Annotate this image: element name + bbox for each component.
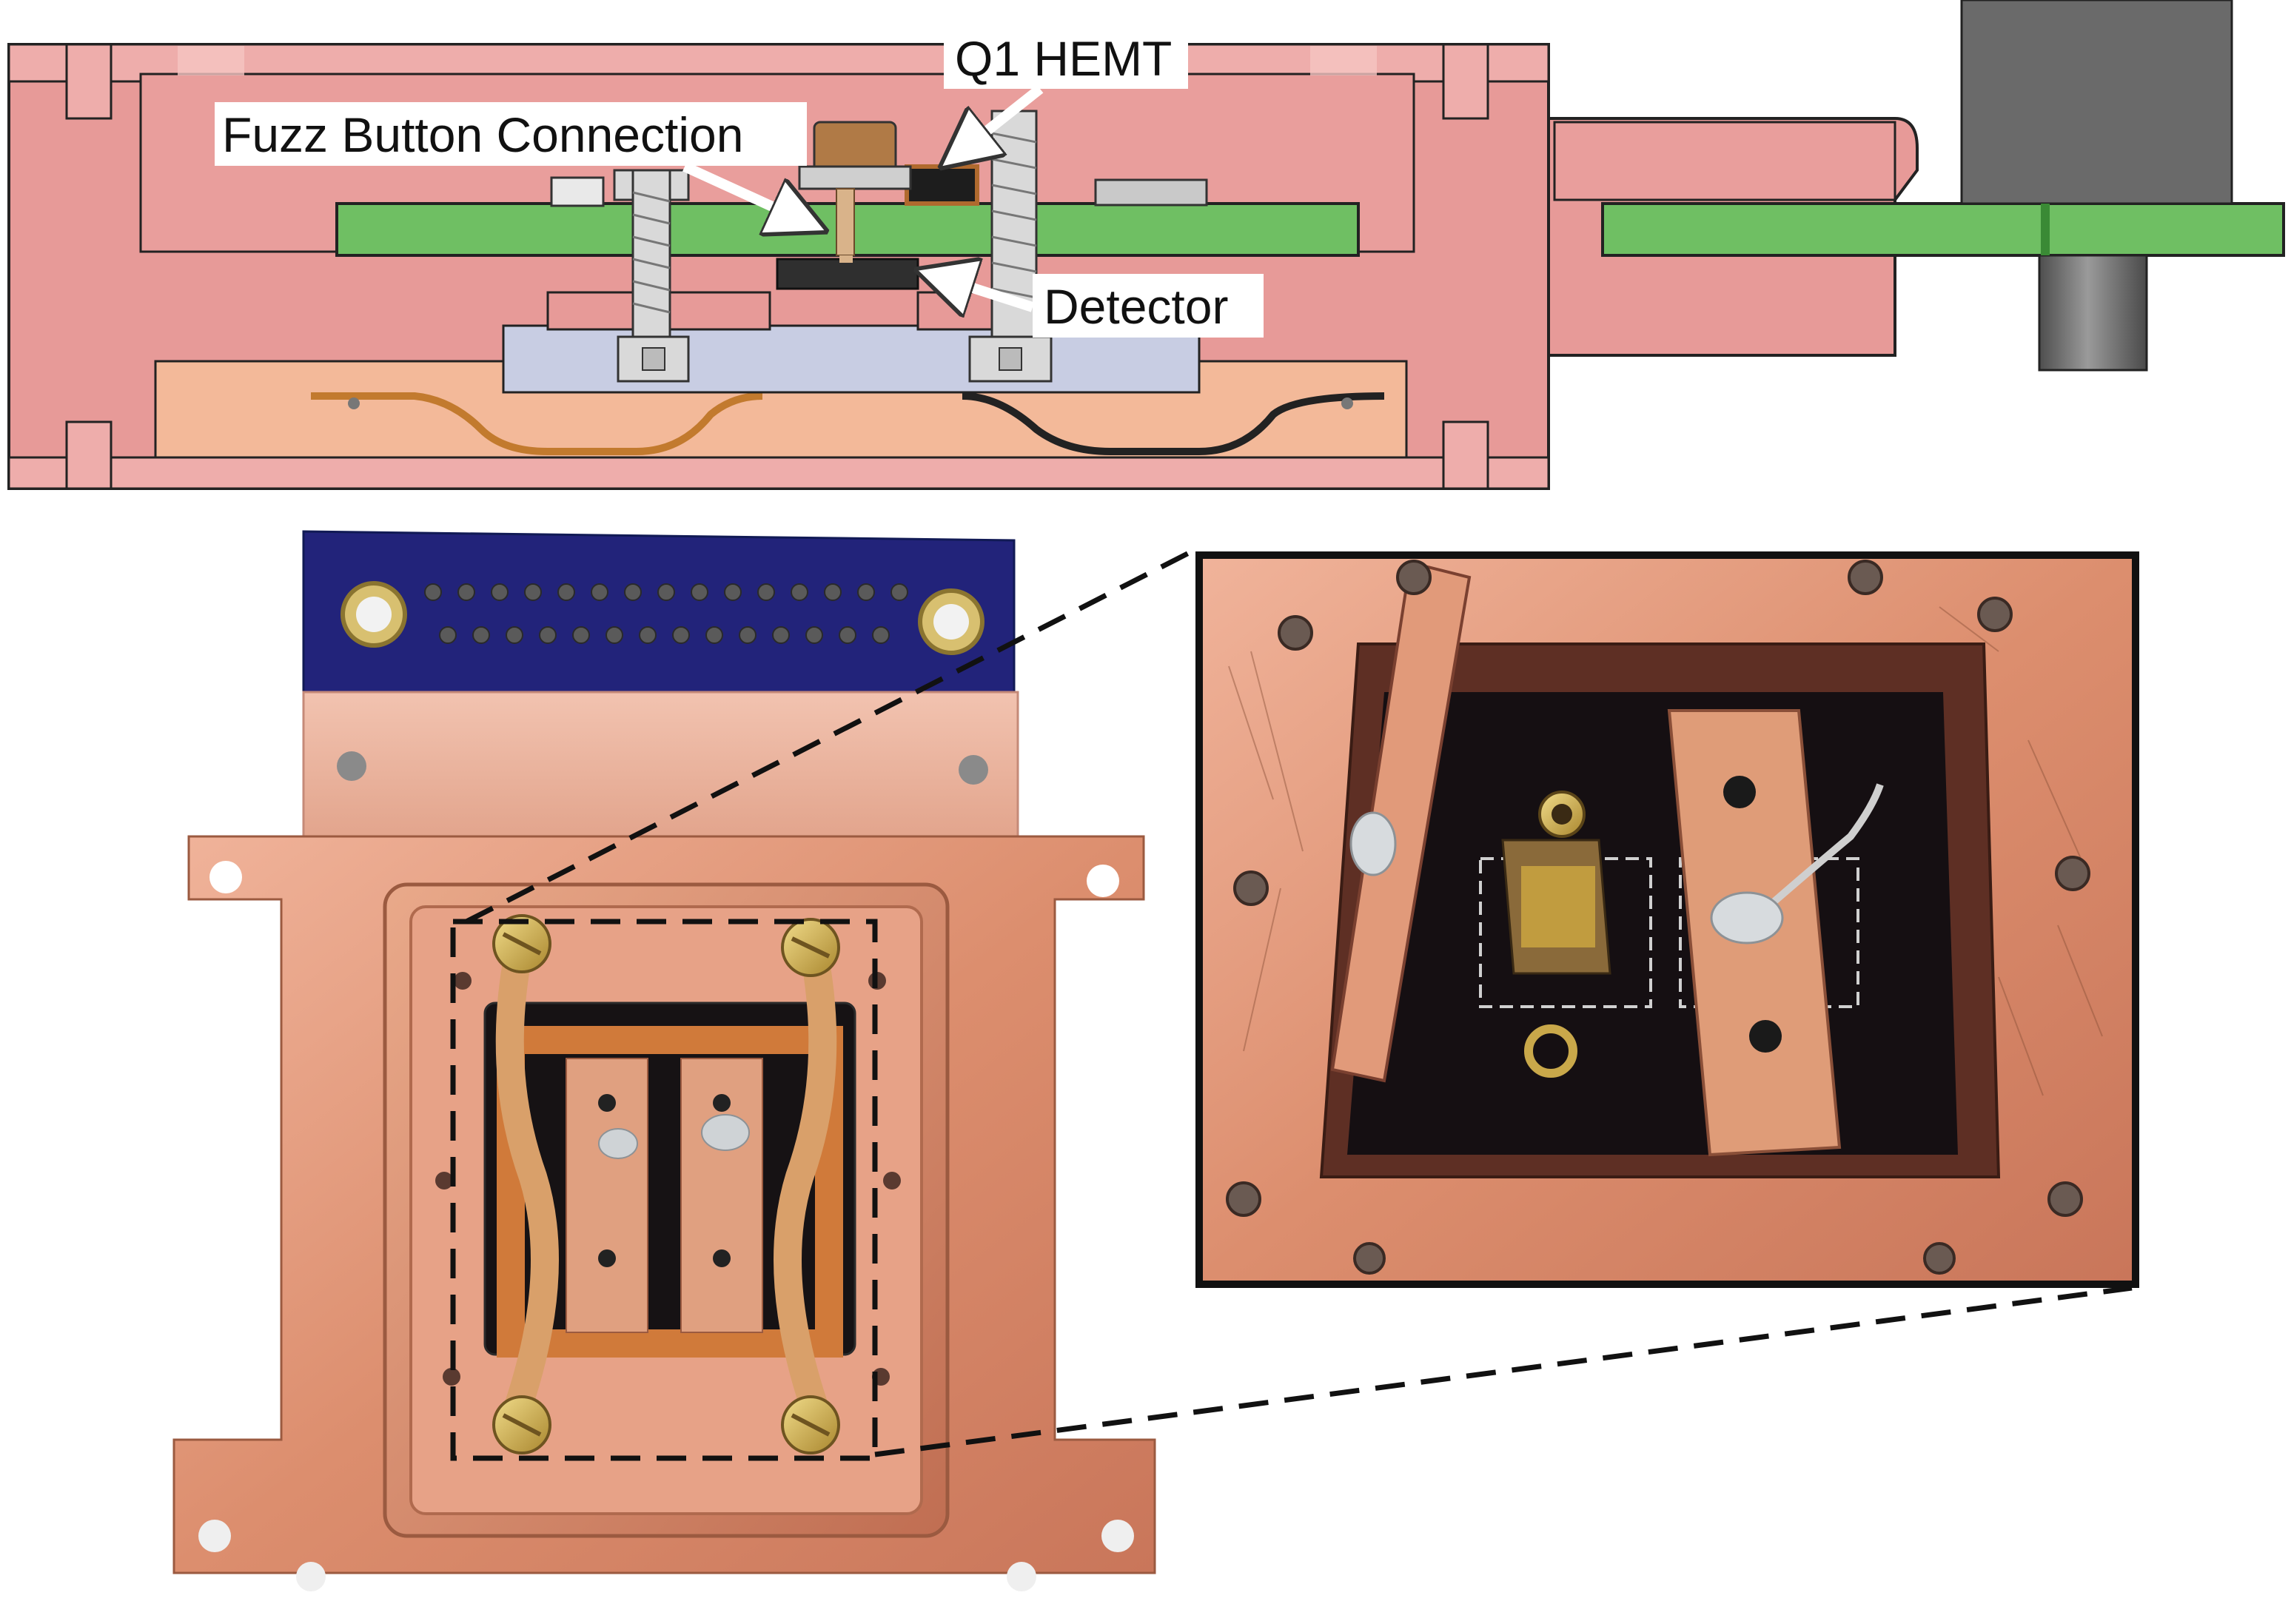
copper-frame [497, 1026, 843, 1358]
solder-blob [598, 1128, 638, 1159]
strip-hole [713, 1249, 731, 1267]
zoom-detector-pad [1521, 866, 1595, 947]
mount-hole-brass-inner [356, 597, 392, 632]
housing-tab-hole [198, 1520, 231, 1552]
flange-highlight [178, 46, 244, 76]
housing-tab-hole [1007, 1562, 1036, 1591]
rim-holes [1226, 560, 2090, 1275]
strip-hole [598, 1094, 616, 1112]
connector-pins [424, 583, 908, 644]
hemt-callout: Q1 HEMT [944, 30, 1188, 159]
recess-hole [883, 1172, 901, 1190]
fuzz-housing-cap [798, 165, 912, 190]
housing-extension-cap [1553, 121, 1896, 201]
scratch-texture [1228, 606, 2103, 1096]
strip-hole [1749, 1020, 1782, 1053]
zoom-solder-blob [1349, 811, 1397, 876]
pcb-board-extension [1601, 202, 2285, 257]
strip-hole [1723, 776, 1756, 808]
recess-hole [435, 1172, 453, 1190]
hemt-package [905, 164, 979, 206]
brass-ring [1524, 1024, 1577, 1078]
recess-hole [454, 972, 472, 990]
strip-hole [713, 1094, 731, 1112]
screw-left [613, 169, 690, 383]
connector-post [2038, 254, 2148, 372]
spring-right [962, 392, 1385, 455]
pcb-blue-connector [302, 530, 1016, 694]
strip-hole [598, 1249, 616, 1267]
flange-notch [1442, 420, 1489, 490]
photo-zoom [1195, 551, 2139, 1288]
zoom-wire [1744, 783, 1884, 928]
zoom-solder-blob [1710, 891, 1784, 944]
spring-left [311, 392, 763, 455]
connector-body [1960, 0, 2233, 205]
screw-slot [791, 1413, 831, 1437]
zoom-region-outline [450, 919, 878, 1461]
arrow-icon [929, 274, 1035, 307]
arrow-icon [682, 161, 814, 226]
lid-hole [337, 751, 366, 781]
detector-label: Detector [1044, 279, 1228, 334]
fuzz-button-pin-lower [839, 255, 853, 263]
hemt-label-box [944, 30, 1188, 89]
detector-callout: Detector [929, 274, 1264, 338]
detector-label-box [1033, 274, 1264, 338]
screw-slot [502, 932, 542, 956]
pcb-component [1094, 178, 1208, 207]
connector-post-slot [2041, 204, 2050, 255]
brass-threaded-hole-inner [1552, 804, 1572, 825]
fuzz-button-pin [836, 188, 855, 256]
photo-assembly [172, 530, 1156, 1591]
spring-pin [1341, 397, 1353, 409]
detector-chip [776, 258, 919, 290]
housing-tab-hole [296, 1562, 326, 1591]
hemt-label: Q1 HEMT [955, 31, 1172, 86]
housing-tab-hole [1101, 1520, 1134, 1552]
cad-cross-section: Q1 HEMT Fuzz Button Connection Detector [7, 0, 2285, 490]
recess-hole [443, 1368, 460, 1386]
spring-clamp-right [774, 952, 837, 1412]
spring-pin [348, 397, 360, 409]
zoom-line-bottom [874, 1285, 2133, 1457]
housing-tab-hole [1087, 865, 1119, 897]
flange-notch [65, 43, 113, 120]
housing-tab-hole [209, 861, 242, 893]
zoom-tilted-plate [1330, 560, 1472, 1083]
fuzz-callout: Fuzz Button Connection [215, 102, 814, 226]
flange-notch [1442, 43, 1489, 120]
screw-slot [502, 1413, 542, 1437]
fuzz-label: Fuzz Button Connection [222, 107, 743, 162]
fuzz-label-box [215, 102, 807, 166]
flange-highlight [1310, 46, 1377, 76]
spring-clamp-left [495, 952, 559, 1412]
flange-notch [65, 420, 113, 490]
solder-blob [701, 1114, 750, 1151]
mount-hole-brass-inner [933, 604, 969, 640]
housing-bottom-flange [7, 456, 1550, 490]
pcb-component [550, 176, 605, 207]
arrow-icon [951, 84, 1044, 159]
copper-lid [302, 691, 1019, 842]
screw-slot [791, 936, 831, 959]
lid-hole [959, 755, 988, 785]
